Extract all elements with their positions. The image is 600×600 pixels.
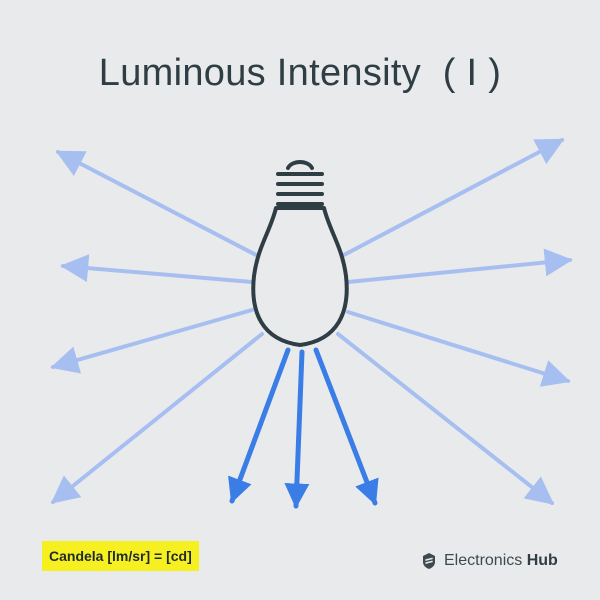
brand-name: Electronics [444,552,527,569]
light-ray-lower-left [50,308,254,374]
light-ray-left [60,254,254,284]
light-ray-upper-left [55,150,260,258]
light-ray-bottom-left [50,332,264,504]
focused-ray-left [228,347,291,504]
light-ray-lower-right [346,310,571,387]
focused-ray-center [284,349,310,509]
light-bulb-icon [251,160,349,347]
candela-unit-label: Candela [lm/sr] = [cd] [42,541,199,571]
brand-logo: Electronics Hub [420,549,558,573]
light-ray-right [346,248,573,284]
diagram-title: Luminous Intensity ( I ) [98,52,502,94]
light-ray-upper-right [340,138,565,258]
electronics-hub-logo-icon [423,553,435,569]
focused-ray-right [313,347,379,506]
light-ray-bottom-right [336,332,555,505]
brand-name-bold: Hub [526,552,558,569]
